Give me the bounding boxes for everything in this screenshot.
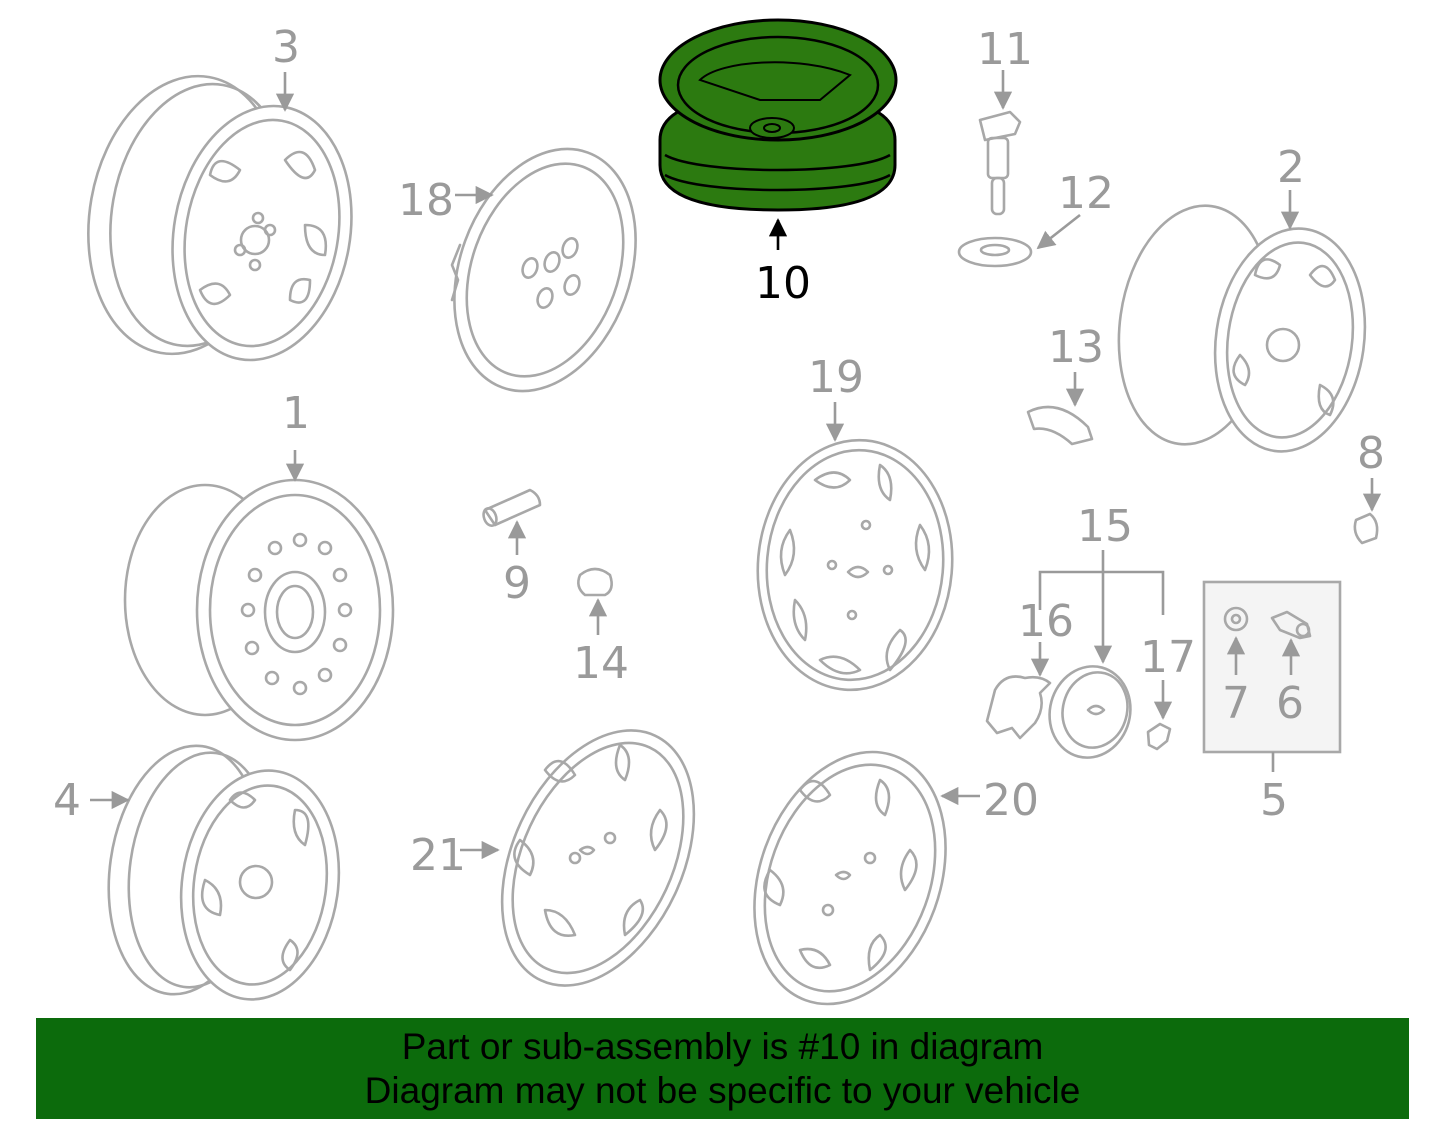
wheel-cover-part-20[interactable] (721, 725, 979, 1031)
callout-3: 3 (272, 22, 300, 73)
callout-12: 12 (1058, 168, 1114, 219)
callout-19: 19 (808, 352, 864, 403)
callout-15: 15 (1077, 501, 1133, 552)
callout-1: 1 (282, 388, 310, 439)
steel-wheel-part-1[interactable] (123, 478, 395, 742)
callout-11: 11 (977, 24, 1033, 75)
spare-wheel-part-10[interactable] (658, 18, 898, 212)
washer-part-12[interactable] (957, 236, 1033, 268)
callout-9: 9 (503, 558, 531, 609)
callout-18: 18 (398, 175, 454, 226)
wheel-part-3[interactable] (67, 61, 371, 375)
clip-part-11[interactable] (978, 110, 1022, 216)
wheel-part-4[interactable] (93, 736, 353, 1010)
callout-20: 20 (983, 775, 1039, 826)
clip-part-17[interactable] (1146, 722, 1172, 751)
washer-part-7[interactable] (1223, 606, 1249, 632)
wheel-cover-part-21[interactable] (464, 700, 732, 1017)
callout-16: 16 (1018, 596, 1074, 647)
callout-6: 6 (1276, 678, 1304, 729)
callout-14: 14 (573, 638, 629, 689)
callout-7: 7 (1222, 678, 1250, 729)
hardware-kit-box-part-5[interactable] (1202, 580, 1342, 754)
nut-part-8[interactable] (1353, 512, 1379, 545)
banner-line-1: Part or sub-assembly is #10 in diagram (401, 1025, 1044, 1067)
callout-13: 13 (1048, 322, 1104, 373)
callout-5: 5 (1260, 775, 1288, 826)
valve-part-14[interactable] (577, 567, 613, 597)
callout-21: 21 (410, 830, 466, 881)
wheel-part-2[interactable] (1104, 196, 1379, 461)
emblem-base-part-16[interactable] (985, 675, 1052, 740)
lug-nut-part-9[interactable] (481, 488, 542, 528)
bolt-part-6[interactable] (1270, 610, 1312, 640)
callout-10: 10 (755, 258, 811, 309)
banner-line-2: Diagram may not be specific to your vehi… (364, 1069, 1081, 1111)
balance-weight-part-13[interactable] (1026, 405, 1094, 446)
callout-4: 4 (53, 775, 81, 826)
callout-8: 8 (1357, 428, 1385, 479)
center-cap-part-15[interactable] (1039, 657, 1140, 767)
info-banner: Part or sub-assembly is #10 in diagram D… (36, 1018, 1409, 1119)
hubcap-part-19[interactable] (747, 432, 962, 698)
wheel-cover-part-18[interactable] (422, 123, 667, 416)
callout-17: 17 (1140, 632, 1196, 683)
callout-2: 2 (1277, 142, 1305, 193)
